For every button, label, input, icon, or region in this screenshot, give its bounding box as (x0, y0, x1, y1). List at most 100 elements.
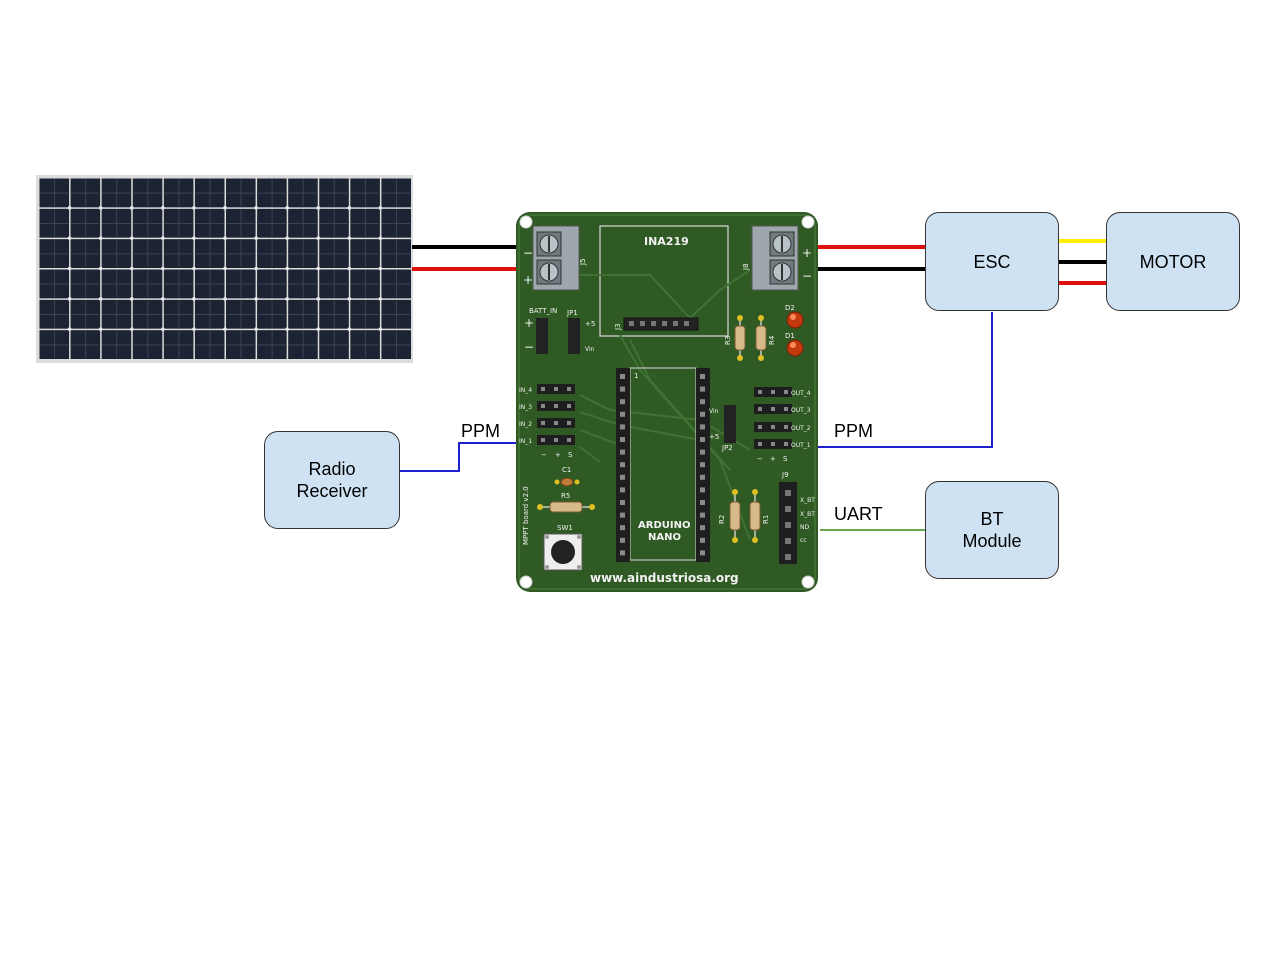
out-minus-label: − (757, 455, 763, 463)
nano-pin (700, 537, 705, 543)
j9-pin-a: X_BT (800, 497, 815, 504)
nano-pin (620, 424, 625, 430)
ppm-input-label: PPM (461, 421, 501, 441)
jp1-header (568, 318, 580, 354)
output-label-2: OUT_2 (791, 425, 811, 432)
in-minus-label: − (541, 451, 547, 459)
svg-text:+: + (524, 316, 534, 330)
r1-resistor (749, 489, 761, 543)
nano-pin (700, 437, 705, 442)
nano-pin (620, 512, 625, 518)
arduino-label: ARDUINO (638, 520, 690, 531)
r4-label: R4 (768, 335, 776, 345)
r4-resistor (755, 315, 767, 361)
nano-pin (700, 374, 705, 379)
nano-pin (700, 462, 705, 468)
uart-label: UART (834, 504, 883, 524)
nano-pin1-label: 1 (634, 372, 638, 380)
nano-label: NANO (648, 532, 681, 543)
url-label: www.aindustriosa.org (590, 571, 739, 585)
j3-label: J3 (614, 323, 622, 331)
j5-label: J5 (579, 258, 587, 266)
input-label-3: IN_3 (519, 404, 532, 411)
j5-terminal-block (532, 225, 580, 291)
j8-label: J8 (742, 263, 750, 271)
bt-module-block: BT Module (925, 481, 1059, 579)
nano-pin (700, 411, 705, 417)
svg-text:−: − (523, 246, 533, 260)
jp2-label: JP2 (721, 444, 733, 452)
output-label-3: OUT_3 (791, 407, 811, 414)
c1-capacitor (560, 477, 574, 487)
r5-label: R5 (561, 492, 570, 500)
nano-pin (700, 386, 705, 392)
in-plus-label: + (555, 451, 561, 459)
nano-pin (700, 512, 705, 518)
ppm-output-wire (818, 312, 993, 448)
ina219-module (599, 225, 729, 337)
ina219-label: INA219 (644, 235, 689, 248)
board-name-label: MPPT board v2.0 (522, 486, 530, 545)
sw1-label: SW1 (557, 524, 573, 532)
input-label-4: IN_4 (519, 387, 532, 394)
output-label-1: OUT_1 (791, 442, 811, 449)
solar-panel (36, 175, 413, 363)
nano-pin (620, 474, 625, 480)
d1-led (786, 339, 804, 357)
jp1-vin-label: Vin (585, 346, 595, 353)
r3-resistor (734, 315, 746, 361)
d2-label: D2 (785, 304, 795, 312)
sw1-pushbutton (543, 533, 583, 571)
out-signal-label: S (783, 455, 788, 463)
batt-in-header (536, 318, 548, 354)
input-label-2: IN_2 (519, 421, 532, 428)
r2-resistor (729, 489, 741, 543)
ppm-input-wire (400, 442, 548, 472)
nano-pin (620, 525, 625, 531)
out-plus-label: + (770, 455, 776, 463)
r1-label: R1 (762, 515, 770, 524)
d2-led (786, 311, 804, 329)
c1-label: C1 (562, 466, 571, 474)
input-headers: IN_4IN_3IN_2IN_1 (519, 384, 575, 445)
j9-label: J9 (781, 471, 789, 479)
r2-label: R2 (718, 515, 726, 524)
nano-pin (620, 411, 625, 417)
nano-pin (700, 399, 705, 405)
r5-resistor (537, 501, 595, 513)
nano-pin (700, 487, 705, 493)
nano-pin (620, 399, 625, 405)
nano-pin (700, 550, 705, 556)
svg-text:+: + (802, 246, 812, 260)
motor-block: MOTOR (1106, 212, 1240, 311)
esc-block: ESC (925, 212, 1059, 311)
ppm-output-label: PPM (834, 421, 874, 441)
nano-pin (700, 500, 705, 505)
j8-terminal-block (751, 225, 799, 291)
nano-pin (620, 374, 625, 379)
batt-in-label: BATT_IN (529, 307, 557, 315)
jp1-label: JP1 (566, 309, 578, 317)
in-signal-label: S (568, 451, 573, 459)
nano-pin (700, 449, 705, 455)
jp2-vin-label: Vin (709, 408, 719, 415)
input-label-1: IN_1 (519, 438, 532, 445)
j9-pin-b: X_BT (800, 511, 815, 518)
svg-text:−: − (524, 340, 534, 354)
nano-pin (700, 424, 705, 430)
output-label-4: OUT_4 (791, 390, 811, 397)
jp2-plus5-label: +5 (709, 433, 719, 441)
nano-pin (700, 525, 705, 531)
radio-receiver-block: Radio Receiver (264, 431, 400, 529)
nano-pin (620, 386, 625, 392)
nano-pin (620, 449, 625, 455)
nano-pin (620, 462, 625, 468)
svg-text:−: − (802, 269, 812, 283)
j9-pin-d: cc (800, 537, 807, 544)
nano-pin (620, 537, 625, 543)
j9-pin-c: ND (800, 524, 809, 531)
jp2-header (724, 405, 736, 443)
mppt-pcb: INA219 − + J5 (516, 212, 818, 592)
svg-text:+: + (523, 273, 533, 287)
